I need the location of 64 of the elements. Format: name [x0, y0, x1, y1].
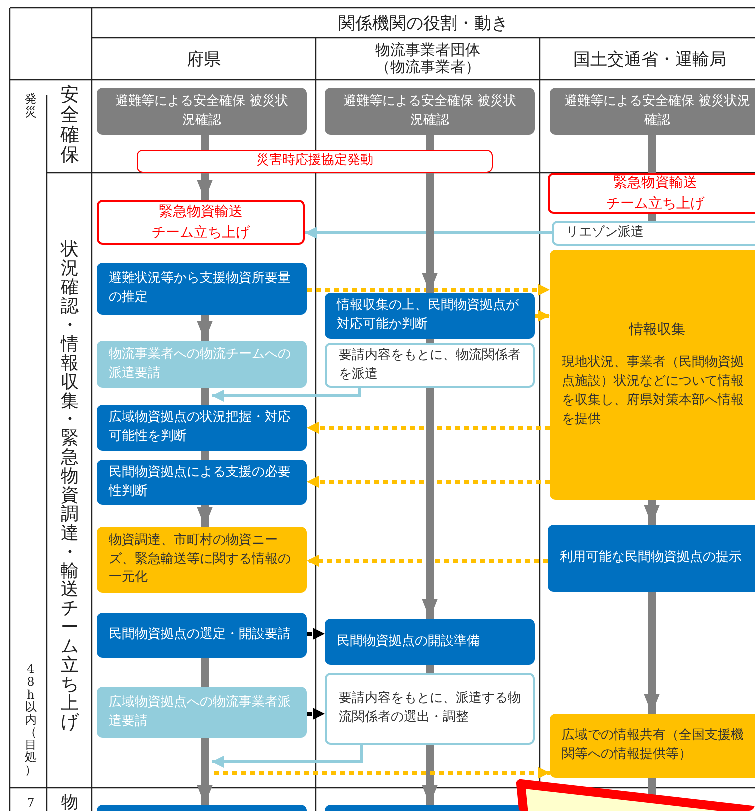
step-box: 避難等による安全確保 被災状況確認	[325, 88, 535, 135]
arrow	[422, 173, 438, 293]
step-box: 広域物資拠点への物流事業者派遣要請	[97, 687, 307, 738]
step-box: 民間物資拠点の選定・開設要請	[97, 613, 307, 658]
column-header: 国土交通省・運輸局	[574, 48, 726, 70]
arrow	[197, 738, 213, 805]
step-box: 広域での情報共有（全国支援機関等への情報提供等）	[550, 714, 755, 778]
arrow	[212, 388, 362, 402]
row-label: 安全確保	[60, 86, 80, 166]
dotted-arrow	[307, 284, 550, 296]
connector-line	[648, 135, 656, 173]
step-box: 情報収集の上、民間物資拠点が対応可能か判断	[325, 293, 535, 339]
column-header: 府県	[187, 48, 221, 70]
team-box: 緊急物資輸送チーム立ち上げ	[97, 200, 305, 245]
row-label: 状況確認・情報収集・緊急物資調達・輸送チーム立ち上げ	[61, 241, 79, 733]
step-box: 要請内容をもとに、派遣する物流関係者の選出・調整	[325, 673, 535, 745]
step-box: 物流事業者への物流チームへの派遣要請	[97, 341, 307, 388]
box-heading: 情報収集	[628, 321, 686, 340]
connector-line	[426, 665, 434, 673]
row-label: 発災	[25, 93, 37, 119]
step-box: 広域物資拠点の状況把握・対応可能性を判断	[97, 405, 307, 451]
row-label: 7	[27, 796, 35, 810]
arrow	[422, 388, 438, 619]
step-box: 避難等による安全確保 被災状況確認	[550, 88, 755, 135]
arrow	[644, 592, 660, 714]
connector-line	[201, 658, 209, 687]
step-box: 避難等による安全確保 被災状況確認	[97, 88, 307, 135]
connector-line	[426, 339, 434, 343]
row-label: 48h以内（目処）	[25, 663, 37, 777]
step-box: リエゾン派遣	[552, 221, 755, 246]
step-box: 物資調達、市町村の物資ニーズ、緊急輸送等に関する情報の一元化	[97, 527, 307, 593]
connector-line	[426, 135, 434, 150]
arrow	[197, 173, 213, 200]
column-header: 物流事業者団体（物流事業者）	[374, 42, 482, 76]
dotted-arrow	[307, 422, 550, 434]
step-box: 民間物資拠点による支援の必要性判断	[97, 460, 307, 505]
connector-line	[201, 451, 209, 460]
arrow	[197, 505, 213, 527]
callout-box	[516, 779, 755, 811]
table-header: 関係機関の役割・動き	[338, 12, 508, 34]
dotted-arrow	[307, 628, 325, 640]
dotted-arrow	[307, 476, 550, 488]
step-box: 民間物資拠点の開設準備	[325, 619, 535, 665]
row-label: 物	[62, 792, 78, 811]
step-box: 要請内容をもとに、物流関係者を派遣	[325, 343, 535, 388]
dotted-arrow	[214, 767, 550, 779]
step-box: 避難状況等から支援物資所要量の推定	[97, 263, 307, 315]
arrow	[305, 227, 552, 239]
connector-line	[648, 214, 656, 221]
team-box: 緊急物資輸送チーム立ち上げ	[548, 173, 755, 214]
connector-line	[201, 388, 209, 405]
info-panel	[550, 250, 755, 500]
connector-line	[201, 135, 209, 150]
connector-line	[648, 778, 656, 797]
agreement-banner: 災害時応援協定発動	[137, 150, 493, 173]
arrow	[197, 315, 213, 341]
dotted-arrow	[535, 310, 550, 322]
box-body: 現地状況、事業者（民間物資拠点施設）状況などについて情報を収集し、府県対策本部へ情報を提供	[562, 354, 745, 429]
arrow	[212, 745, 364, 768]
step-box: 利用可能な民間物資拠点の提示	[548, 525, 755, 592]
arrow	[644, 500, 660, 525]
arrow	[422, 745, 438, 805]
dotted-arrow	[307, 708, 325, 720]
dotted-arrow	[307, 555, 548, 567]
